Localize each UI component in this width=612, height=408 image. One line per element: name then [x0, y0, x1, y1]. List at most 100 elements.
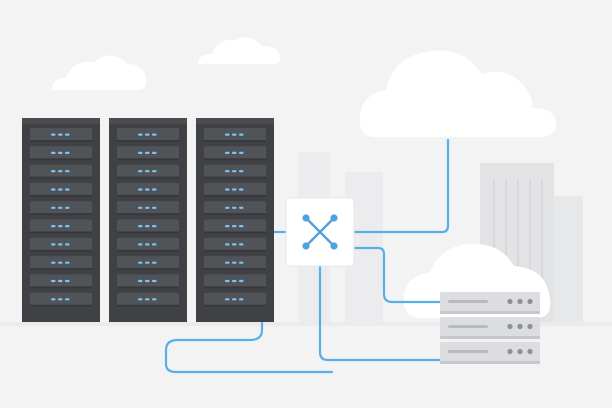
server-rack	[22, 118, 100, 322]
status-led	[239, 225, 244, 228]
status-led	[58, 279, 63, 283]
rack-unit	[117, 146, 179, 161]
status-led	[232, 261, 237, 264]
indicator-dot	[507, 323, 513, 330]
rack-unit-shadow	[204, 140, 266, 142]
status-led	[239, 133, 244, 136]
status-led	[145, 206, 150, 209]
status-led	[51, 279, 56, 283]
status-led	[65, 188, 70, 191]
status-led	[239, 206, 244, 209]
status-led	[65, 225, 70, 228]
status-led	[58, 243, 63, 246]
status-led	[138, 243, 143, 246]
status-led	[239, 243, 244, 246]
rack-unit-shadow	[117, 304, 179, 307]
status-led	[225, 133, 230, 136]
status-led	[51, 261, 56, 264]
rack-unit	[30, 164, 92, 179]
indicator-dot	[517, 323, 523, 330]
server-rack	[109, 118, 187, 322]
rack-unit-shadow	[204, 194, 266, 197]
rack-unit-shadow	[30, 286, 92, 289]
status-led	[225, 261, 230, 264]
rack-unit-shadow	[204, 158, 266, 161]
rack-unit-shadow	[204, 304, 266, 307]
status-led	[225, 170, 230, 173]
rack-unit	[117, 219, 179, 234]
status-led	[232, 279, 237, 283]
rack-unit	[204, 128, 266, 142]
status-led	[65, 206, 70, 209]
status-led	[138, 133, 143, 136]
rack-unit	[30, 201, 92, 216]
indicator-dot	[507, 348, 513, 355]
rack-unit-shadow	[117, 231, 179, 234]
rack-top	[22, 118, 100, 124]
status-led	[225, 298, 230, 301]
status-led	[145, 243, 150, 246]
rack-unit	[117, 164, 179, 179]
status-led	[232, 298, 237, 301]
status-led	[138, 188, 143, 191]
server-unit	[440, 317, 540, 339]
rack-unit-shadow	[204, 249, 266, 252]
rack-unit-shadow	[117, 268, 179, 271]
rack-unit	[30, 237, 92, 252]
rack-unit-shadow	[30, 140, 92, 142]
server-chassis	[440, 342, 540, 364]
status-led	[232, 206, 237, 209]
drive-slot	[448, 325, 488, 328]
server-chassis	[440, 317, 540, 339]
floor	[0, 322, 612, 326]
status-led	[58, 261, 63, 264]
status-led	[145, 261, 150, 264]
status-led	[65, 261, 70, 264]
status-led	[51, 298, 56, 301]
rack-unit-shadow	[117, 249, 179, 252]
rack-unit-shadow	[30, 231, 92, 234]
status-led	[51, 170, 56, 173]
rack-unit	[117, 201, 179, 216]
status-led	[65, 243, 70, 246]
status-led	[51, 133, 56, 136]
rack-unit	[30, 128, 92, 142]
cable-cloud-to-hub	[352, 138, 450, 234]
status-led	[58, 170, 63, 173]
rack-unit	[204, 219, 266, 234]
rack-unit-shadow	[204, 231, 266, 234]
status-led	[138, 298, 143, 301]
rack-unit	[117, 256, 179, 271]
status-led	[152, 133, 157, 136]
rack-unit-shadow	[204, 268, 266, 271]
network-hub	[285, 197, 355, 267]
status-led	[58, 188, 63, 191]
rack-unit	[117, 237, 179, 252]
status-led	[232, 243, 237, 246]
rack-unit	[30, 274, 92, 289]
server-unit	[440, 292, 540, 314]
rack-unit	[204, 182, 266, 197]
status-led	[145, 225, 150, 228]
status-led	[51, 188, 56, 191]
rack-unit	[30, 219, 92, 234]
rack-unit-shadow	[117, 176, 179, 179]
status-led	[232, 133, 237, 136]
status-led	[138, 151, 143, 154]
status-led	[225, 243, 230, 246]
status-led	[152, 298, 157, 301]
status-led	[152, 261, 157, 264]
status-led	[138, 206, 143, 209]
status-led	[232, 151, 237, 154]
status-led	[51, 243, 56, 246]
drive-slot	[448, 300, 488, 303]
indicator-dot	[517, 348, 523, 355]
status-led	[145, 279, 150, 283]
rack-top	[109, 118, 187, 124]
cloud-small	[52, 55, 146, 90]
status-led	[239, 298, 244, 301]
rack-top	[196, 118, 274, 124]
rack-unit-shadow	[117, 194, 179, 197]
rack-unit	[117, 292, 179, 307]
